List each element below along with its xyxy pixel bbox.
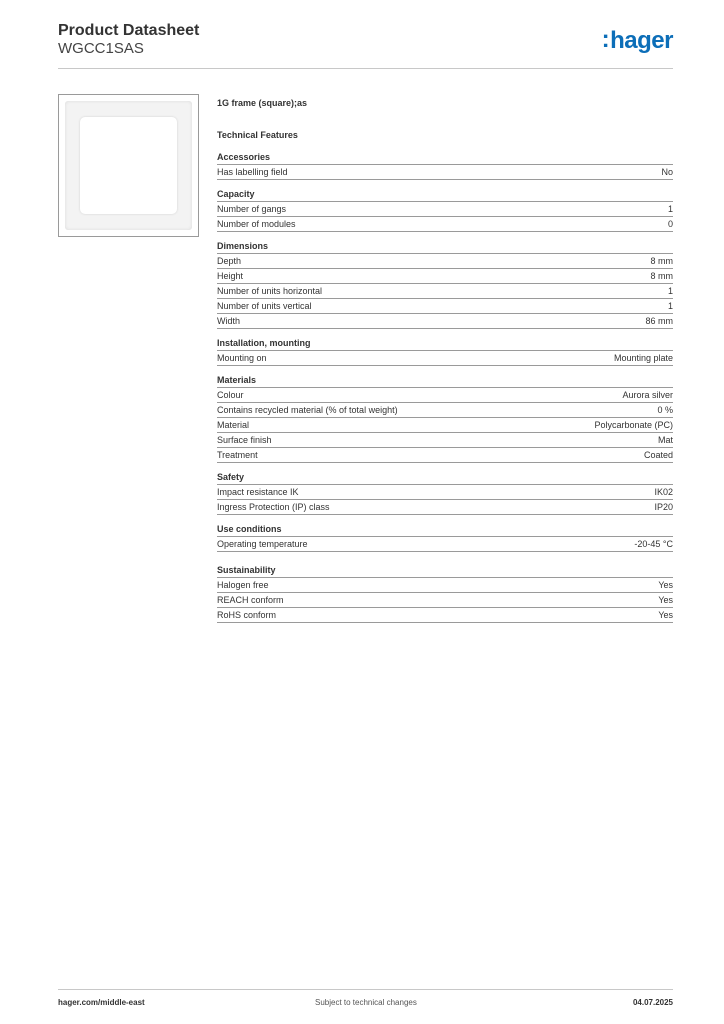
spec-key: Has labelling field	[217, 167, 288, 177]
spec-key: Number of units vertical	[217, 301, 312, 311]
spec-key: Operating temperature	[217, 539, 308, 549]
spec-row: Treatment Coated	[217, 448, 673, 463]
spec-key: Halogen free	[217, 580, 269, 590]
spec-value: Mat	[657, 435, 673, 445]
section-title: Use conditions	[217, 523, 673, 537]
technical-specification: 1G frame (square);as Technical Features …	[217, 97, 673, 623]
frame-outer-shape	[65, 101, 192, 230]
spec-key: REACH conform	[217, 595, 284, 605]
logo-text: hager	[610, 27, 673, 54]
spec-row: Surface finish Mat	[217, 433, 673, 448]
spec-row: Mounting on Mounting plate	[217, 351, 673, 366]
spec-value: Aurora silver	[622, 390, 673, 400]
spec-key: Height	[217, 271, 244, 281]
footer-disclaimer: Subject to technical changes	[315, 998, 417, 1007]
spec-row: Operating temperature -20-45 °C	[217, 537, 673, 552]
spec-value: IP20	[654, 502, 673, 512]
document-title: Product Datasheet	[58, 22, 200, 39]
page-header: Product Datasheet WGCC1SAS :hager	[58, 22, 673, 70]
spec-row: Material Polycarbonate (PC)	[217, 418, 673, 433]
spec-value: 1	[667, 286, 673, 296]
section-title: Safety	[217, 471, 673, 485]
product-image	[58, 94, 199, 237]
logo-dots: :	[601, 26, 610, 53]
spec-row: Ingress Protection (IP) class IP20	[217, 500, 673, 515]
spec-key: Width	[217, 316, 241, 326]
frame-inner-opening	[80, 117, 177, 214]
spec-key: Number of gangs	[217, 204, 287, 214]
spec-row: RoHS conform Yes	[217, 608, 673, 623]
footer-divider	[58, 989, 673, 990]
spec-row: Width 86 mm	[217, 314, 673, 329]
spec-row: Impact resistance IK IK02	[217, 485, 673, 500]
spec-row: Has labelling field No	[217, 165, 673, 180]
header-divider	[58, 68, 673, 69]
spec-value: No	[661, 167, 673, 177]
section-title: Accessories	[217, 151, 673, 165]
spec-row: REACH conform Yes	[217, 593, 673, 608]
spec-key: Treatment	[217, 450, 258, 460]
spec-key: Number of units horizontal	[217, 286, 323, 296]
spec-row: Contains recycled material (% of total w…	[217, 403, 673, 418]
spec-value: 8 mm	[650, 256, 674, 266]
spec-row: Number of units horizontal 1	[217, 284, 673, 299]
section-title: Capacity	[217, 188, 673, 202]
spec-row: Number of gangs 1	[217, 202, 673, 217]
hager-logo: :hager	[601, 26, 674, 56]
spec-value: 86 mm	[645, 316, 673, 326]
spec-value: Coated	[643, 450, 673, 460]
spec-row: Number of modules 0	[217, 217, 673, 232]
spec-value: Yes	[658, 610, 673, 620]
spec-key: Surface finish	[217, 435, 272, 445]
spec-value: Yes	[658, 580, 673, 590]
product-code: WGCC1SAS	[58, 40, 144, 57]
spec-value: Mounting plate	[613, 353, 673, 363]
spec-value: 0	[667, 219, 673, 229]
spec-row: Halogen free Yes	[217, 578, 673, 593]
product-name: 1G frame (square);as	[217, 98, 308, 108]
section-title: Dimensions	[217, 240, 673, 254]
spec-value: Polycarbonate (PC)	[594, 420, 673, 430]
section-title: Materials	[217, 374, 673, 388]
spec-value: -20-45 °C	[634, 539, 673, 549]
spec-value: 1	[667, 204, 673, 214]
technical-features-heading: Technical Features	[217, 130, 298, 140]
spec-key: Material	[217, 420, 250, 430]
spec-key: Impact resistance IK	[217, 487, 299, 497]
spec-key: Colour	[217, 390, 244, 400]
spec-key: Depth	[217, 256, 242, 266]
spec-row: Depth 8 mm	[217, 254, 673, 269]
spec-key: Contains recycled material (% of total w…	[217, 405, 398, 415]
spec-key: Mounting on	[217, 353, 267, 363]
spec-row: Height 8 mm	[217, 269, 673, 284]
spec-value: IK02	[654, 487, 673, 497]
spec-value: 1	[667, 301, 673, 311]
spec-value: 0 %	[657, 405, 673, 415]
footer-website: hager.com/middle-east	[58, 998, 145, 1007]
footer-date: 04.07.2025	[632, 998, 673, 1007]
spec-value: Yes	[658, 595, 673, 605]
spec-row: Number of units vertical 1	[217, 299, 673, 314]
spec-key: RoHS conform	[217, 610, 277, 620]
spec-key: Ingress Protection (IP) class	[217, 502, 330, 512]
spec-row: Colour Aurora silver	[217, 388, 673, 403]
spec-key: Number of modules	[217, 219, 296, 229]
section-title: Sustainability	[217, 564, 673, 578]
section-title: Installation, mounting	[217, 337, 673, 351]
spec-value: 8 mm	[650, 271, 674, 281]
